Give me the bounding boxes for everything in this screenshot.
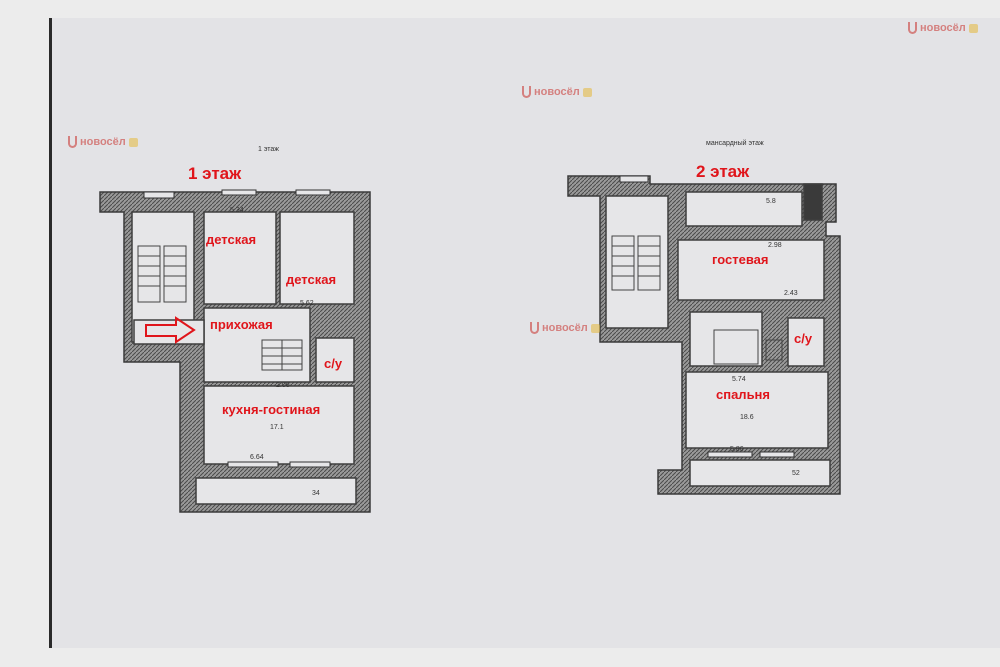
watermark-text: новосёл — [80, 136, 126, 148]
floor1-caption: 1 этаж — [258, 146, 279, 153]
floor1-dim: 2.06 — [276, 382, 290, 389]
room-label-wc2: с/у — [794, 331, 813, 346]
floor2-inner-stair — [713, 329, 783, 365]
watermark-logo: новосёл — [908, 22, 978, 34]
watermark-mark-icon — [522, 86, 531, 98]
floor2-staircase — [611, 235, 661, 291]
floor2-room-guest — [677, 239, 825, 301]
floor2-caption: мансардный этаж — [706, 140, 764, 147]
floor1-dim: 34 — [312, 490, 320, 497]
watermark-logo: новосёл — [522, 86, 592, 98]
floor2-dim: 2.98 — [768, 242, 782, 249]
floor2-dim: 5.74 — [732, 376, 746, 383]
floor1-room-child2 — [279, 211, 355, 305]
floor2-dim: 5.8 — [766, 198, 776, 205]
floor1-room-kitchen — [203, 385, 355, 465]
floor2-title: 2 этаж — [696, 162, 750, 181]
floor2-dark-block — [803, 183, 823, 221]
floor1-inner-stair — [261, 339, 303, 371]
room-label-bedroom: спальня — [716, 387, 770, 402]
floor1-title: 1 этаж — [188, 164, 242, 183]
floor2-windows — [619, 175, 795, 458]
floor2-room-wc — [787, 317, 825, 367]
floor2-dim: 18.6 — [740, 414, 754, 421]
watermark-badge-icon — [590, 323, 600, 333]
watermark-logo: новосёл — [68, 136, 138, 148]
floor1-dim: 17.1 — [270, 424, 284, 431]
watermark-mark-icon — [530, 322, 539, 334]
floor2-dim: 2.43 — [784, 290, 798, 297]
floor2-stair-bay — [605, 195, 669, 329]
watermark-badge-icon — [582, 87, 592, 97]
floor1-dim: 5.62 — [300, 300, 314, 307]
floor1-windows — [143, 189, 331, 468]
floor2-room-top — [685, 191, 803, 227]
floor1-room-child1 — [203, 211, 277, 305]
watermark-text: новосёл — [542, 322, 588, 334]
watermark-badge-icon — [128, 137, 138, 147]
floor2-plan — [567, 175, 841, 495]
floor1-plan — [99, 189, 371, 513]
floor1-room-wc — [315, 337, 355, 383]
watermark-text: новосёл — [920, 22, 966, 34]
floor1-dim: 6.64 — [250, 454, 264, 461]
floor2-dim: 5.86 — [730, 446, 744, 453]
paper-fold-line — [49, 18, 52, 648]
watermark-mark-icon — [908, 22, 917, 34]
room-label-child1: детская — [206, 232, 257, 247]
floor1-staircase — [137, 245, 187, 303]
watermark-mark-icon — [68, 136, 77, 148]
room-label-wc1: с/у — [324, 356, 343, 371]
room-label-child2: детская — [286, 272, 337, 287]
entrance-arrow — [145, 316, 196, 344]
watermark-badge-icon — [968, 23, 978, 33]
room-label-guest: гостевая — [712, 252, 769, 267]
floor1-dim: 5.34 — [230, 207, 244, 214]
watermark-text: новосёл — [534, 86, 580, 98]
floor2-dim: 52 — [792, 470, 800, 477]
floor1-entry-corridor — [133, 319, 205, 345]
watermark-logo: новосёл — [530, 322, 600, 334]
room-label-kitchen: кухня-гостиная — [222, 402, 321, 417]
room-label-hall: прихожая — [210, 317, 273, 332]
floor1-balcony — [195, 477, 357, 505]
floor2-room-bedroom — [685, 371, 829, 449]
floor2-balcony — [689, 459, 831, 487]
floor2-room-mid — [689, 311, 763, 367]
